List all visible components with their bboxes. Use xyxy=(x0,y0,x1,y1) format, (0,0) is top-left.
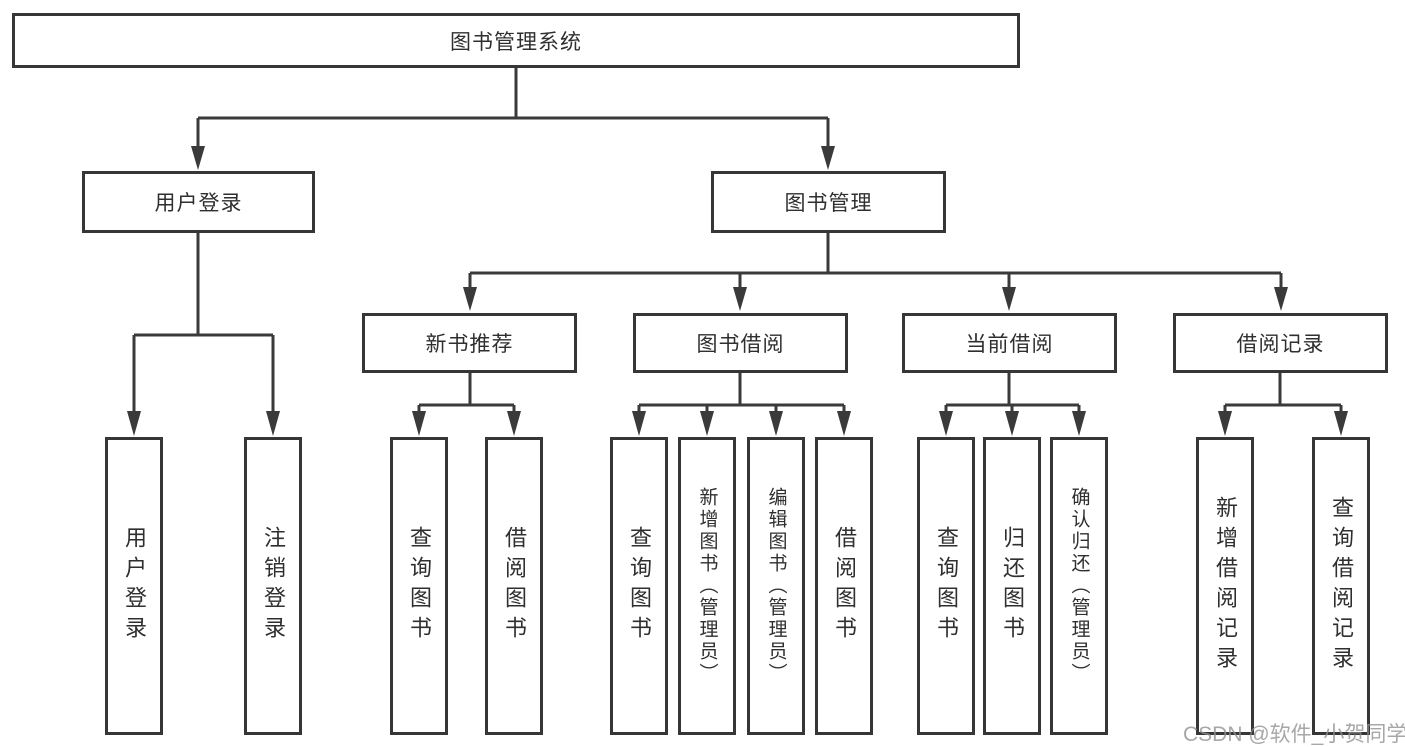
arrowhead xyxy=(632,411,646,436)
leaf-label: 新增图书（管理员） xyxy=(696,487,718,685)
node-label: 借阅记录 xyxy=(1236,333,1325,356)
node-book-borrow: 图书借阅 xyxy=(633,313,848,373)
leaf-borrow-books: 借阅图书 xyxy=(485,437,543,735)
leaf-edit-book-admin: 编辑图书（管理员） xyxy=(747,437,805,735)
arrowhead xyxy=(1005,411,1019,436)
arrowhead xyxy=(1218,411,1232,436)
arrowhead xyxy=(1334,411,1348,436)
leaf-label: 确认归还（管理员） xyxy=(1068,487,1090,685)
arrowhead xyxy=(821,146,835,170)
arrowhead xyxy=(507,411,521,436)
node-label: 图书借阅 xyxy=(696,333,785,356)
arrowhead xyxy=(1072,411,1086,436)
leaf-confirm-return-admin: 确认归还（管理员） xyxy=(1050,437,1108,735)
arrowhead xyxy=(939,411,953,436)
node-label: 图书管理系统 xyxy=(450,30,582,54)
arrowhead xyxy=(191,146,205,170)
node-label: 当前借阅 xyxy=(965,333,1054,356)
node-new-book-recommend: 新书推荐 xyxy=(362,313,577,373)
node-current-borrow: 当前借阅 xyxy=(902,313,1117,373)
leaf-label: 查询借阅记录 xyxy=(1329,496,1354,676)
leaf-borrow-books: 借阅图书 xyxy=(815,437,873,735)
arrowhead xyxy=(1274,287,1288,311)
leaf-logout: 注销登录 xyxy=(244,437,302,735)
leaf-label: 用户登录 xyxy=(122,526,147,646)
node-label: 图书管理 xyxy=(784,192,873,215)
leaf-label: 借阅图书 xyxy=(832,526,857,646)
arrowhead xyxy=(266,411,280,436)
leaf-user-login: 用户登录 xyxy=(105,437,163,735)
node-borrow-record: 借阅记录 xyxy=(1173,313,1388,373)
arrowhead xyxy=(733,287,747,311)
arrowhead xyxy=(837,411,851,436)
leaf-label: 查询图书 xyxy=(627,526,652,646)
arrowhead xyxy=(412,411,426,436)
node-library-system: 图书管理系统 xyxy=(12,13,1020,68)
connector-bookborrow-to-leaves xyxy=(637,373,846,413)
leaf-label: 查询图书 xyxy=(407,526,432,646)
connector-currentborrow-to-leaves xyxy=(944,373,1081,413)
connector-borrowrecord-to-leaves xyxy=(1223,373,1343,413)
leaf-label: 归还图书 xyxy=(1000,526,1025,646)
leaf-add-borrow-record: 新增借阅记录 xyxy=(1196,437,1254,735)
leaf-query-books: 查询图书 xyxy=(917,437,975,735)
connector-userlogin-to-leaves xyxy=(132,233,275,413)
connector-root-to-level2 xyxy=(196,68,830,149)
arrowhead xyxy=(700,411,714,436)
leaf-add-book-admin: 新增图书（管理员） xyxy=(678,437,736,735)
leaf-label: 查询图书 xyxy=(934,526,959,646)
node-user-login: 用户登录 xyxy=(82,171,315,233)
leaf-return-books: 归还图书 xyxy=(983,437,1041,735)
node-label: 用户登录 xyxy=(154,192,243,215)
leaf-query-borrow-record: 查询借阅记录 xyxy=(1312,437,1370,735)
node-label: 新书推荐 xyxy=(425,333,514,356)
leaf-label: 编辑图书（管理员） xyxy=(765,487,787,685)
arrowhead xyxy=(127,411,141,436)
leaf-label: 新增借阅记录 xyxy=(1213,496,1238,676)
arrowhead xyxy=(463,287,477,311)
arrowhead xyxy=(769,411,783,436)
arrowhead xyxy=(1002,287,1016,311)
connector-bookmgmt-to-level3 xyxy=(468,233,1283,289)
leaf-label: 注销登录 xyxy=(261,526,286,646)
node-book-management: 图书管理 xyxy=(711,171,946,233)
leaf-label: 借阅图书 xyxy=(502,526,527,646)
leaf-query-books: 查询图书 xyxy=(390,437,448,735)
leaf-query-books: 查询图书 xyxy=(610,437,668,735)
watermark: CSDN @软件_小贺同学 xyxy=(1183,723,1405,746)
connector-newbook-to-leaves xyxy=(417,373,516,413)
